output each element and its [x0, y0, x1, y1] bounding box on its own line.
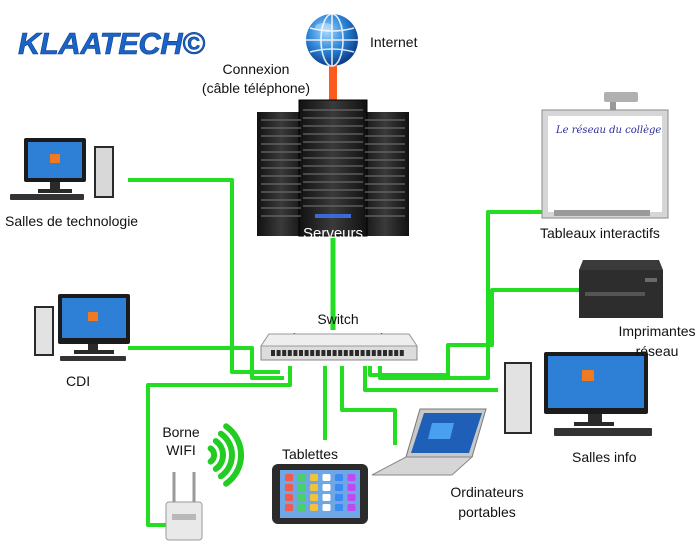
globe-icon: [304, 12, 360, 68]
imprimantes-label-1: Imprimantes: [618, 323, 696, 339]
cdi-label: CDI: [66, 373, 91, 389]
ordinateurs-label-1: Ordinateurs: [450, 484, 524, 500]
laptop-icon: [370, 405, 490, 477]
wifi-access-point-icon: [160, 470, 208, 542]
desktop-computer-icon: [496, 350, 656, 440]
cable-salles-info: [363, 366, 498, 392]
salles-techno-label: Salles de technologie: [5, 213, 139, 229]
internet-label: Internet: [370, 34, 418, 50]
tablet-icon: [270, 462, 370, 526]
borne-wifi-label-1: Borne: [162, 424, 200, 440]
ordinateurs-label-2: portables: [458, 504, 516, 520]
printer-icon: [575, 252, 667, 322]
switch-icon: [259, 330, 419, 366]
cable-cdi: [128, 346, 284, 380]
interactive-whiteboard-icon: [540, 88, 670, 222]
tablettes-label: Tablettes: [282, 446, 339, 462]
wifi-wave-3: [217, 430, 235, 480]
tableaux-label: Tableaux interactifs: [540, 225, 660, 241]
connexion-label-1: Connexion: [222, 61, 290, 77]
whiteboard-text: Le réseau du collège: [556, 125, 662, 136]
wifi-wave-4: [223, 423, 245, 487]
cable-salles-techno: [128, 178, 280, 374]
cable-tableaux: [378, 210, 542, 380]
switch-label-1: Switch: [317, 311, 359, 327]
wifi-wave-1: [207, 445, 218, 465]
borne-wifi-label-2: WIFI: [166, 442, 196, 458]
connexion-label-2: (câble téléphone): [201, 80, 311, 96]
brand-logo: KLAATECH©: [18, 26, 206, 62]
imprimantes-label-2: réseau: [635, 343, 679, 359]
salles-info-label: Salles info: [572, 449, 637, 465]
desktop-computer-icon: [26, 292, 136, 364]
wifi-wave-2: [212, 438, 226, 472]
cable-borne-wifi: [146, 366, 292, 527]
cable-imprimantes: [368, 288, 580, 377]
cable-portables: [340, 366, 397, 445]
serveurs-label: Serveurs: [302, 225, 364, 242]
server-rack-icon: [253, 98, 413, 238]
desktop-computer-icon: [4, 134, 134, 206]
